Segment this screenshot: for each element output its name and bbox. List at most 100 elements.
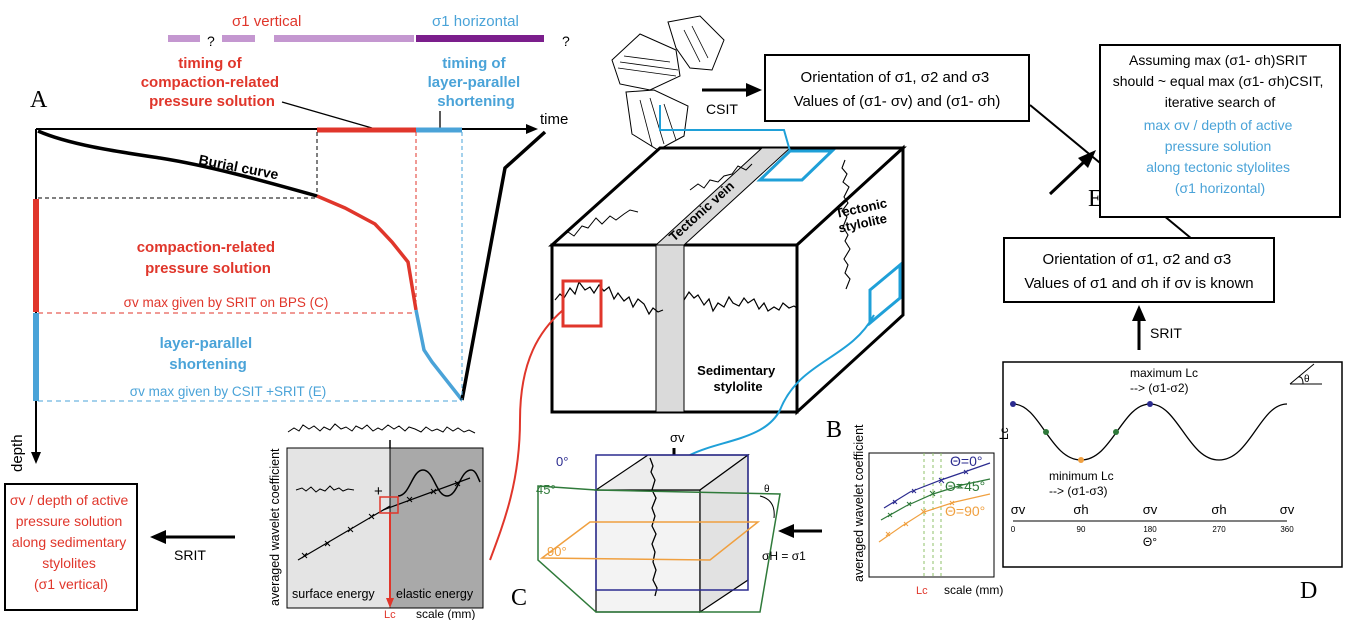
sigma-h-label: σH = σ1	[762, 549, 806, 563]
point-45	[1043, 429, 1049, 435]
stylolite-trace-top	[287, 423, 476, 434]
panel-e-blue-text: max σv / depth of active pressure soluti…	[1144, 117, 1297, 196]
burial-curve-blue	[414, 309, 464, 402]
elastic-energy-region	[389, 447, 484, 609]
panel-a: A timing of compaction-related pressure …	[9, 55, 568, 472]
panel-e-black-text: Assuming max (σ1- σh)SRIT should ~ equal…	[1113, 52, 1328, 110]
stress-label-sv-3: σv	[1280, 502, 1295, 517]
tick-90: 90	[1077, 525, 1086, 534]
data-point	[957, 483, 963, 489]
time-axis-label: time	[540, 111, 568, 128]
stress-label-sh-1: σh	[1073, 502, 1088, 517]
compaction-depth-bar	[33, 199, 39, 312]
theta-90-points	[885, 500, 955, 537]
left-fit-line-1	[297, 505, 391, 561]
srit-left-arrowhead	[150, 530, 166, 544]
srit-up-label: SRIT	[1150, 325, 1182, 341]
long-wavelength-trace	[397, 469, 481, 497]
data-point	[938, 477, 945, 484]
surface-energy-region	[286, 447, 391, 609]
panel-e: E Assuming max (σ1- σh)SRIT should ~ equ…	[1029, 44, 1341, 240]
burial-curve-label: Burial curve	[197, 151, 280, 182]
wavelet-plot-left: + averaged wavelet coefficient surface e…	[268, 423, 484, 620]
data-point	[911, 488, 917, 494]
srit-up-arrowhead	[1132, 305, 1146, 321]
sv-max-csit-srit-label: σv max given by CSIT +SRIT (E)	[130, 384, 327, 399]
angle-icon-arc	[1297, 376, 1304, 385]
theta-0-points	[892, 469, 969, 505]
theta-0-label: Θ=0°	[950, 453, 982, 469]
angle-icon: θ	[1289, 363, 1322, 385]
csit-result-text: Orientation of σ1, σ2 and σ3 Values of (…	[794, 69, 1001, 110]
lc-marker-arrowhead	[386, 598, 394, 608]
srit-result-frame	[1003, 237, 1275, 303]
layer-parallel-shortening-label: layer-parallel shortening	[160, 335, 257, 373]
sedimentary-result-text: σv / depth of active pressure solution a…	[10, 492, 132, 592]
minimum-lc-label: minimum Lc --> (σ1-σ3)	[1049, 469, 1117, 498]
csit-arrowhead	[746, 83, 762, 97]
timeline-bar-4	[416, 35, 544, 42]
wavelet-left-ylabel: averaged wavelet coefficient	[268, 448, 282, 606]
point-0	[1010, 401, 1016, 407]
point-90	[1078, 457, 1084, 463]
grain-2	[667, 15, 725, 71]
surface-energy-label: surface energy	[292, 587, 375, 601]
tick-360: 360	[1280, 525, 1294, 534]
plus-sign: +	[374, 483, 383, 500]
theta-45-label: Θ=45°	[945, 478, 985, 494]
stress-label-sh-2: σh	[1211, 502, 1226, 517]
timeline-bar-3	[274, 35, 414, 42]
srit-left-label: SRIT	[174, 547, 206, 563]
theta-arc	[759, 495, 775, 519]
compaction-pressure-solution-label: compaction-related pressure solution	[137, 239, 280, 277]
theta-label: θ	[764, 484, 770, 495]
srit-result-section: Orientation of σ1, σ2 and σ3 Values of σ…	[1003, 237, 1275, 350]
sigma-h-arrowhead	[778, 524, 794, 538]
timeline: σ1 vertical σ1 horizontal ? ?	[168, 13, 570, 49]
theta-45-points	[887, 483, 963, 518]
sigma1-horizontal-label: σ1 horizontal	[432, 13, 519, 30]
wavelet-right-ylabel: averaged wavelet coefficient	[852, 424, 866, 582]
angle-icon-ray	[1289, 363, 1315, 385]
calcite-grains-icon	[611, 15, 725, 151]
short-wavelength-trace	[295, 485, 355, 493]
plane-45-deg	[537, 485, 781, 613]
cube-stylolite	[649, 457, 658, 597]
burial-curve-uplift	[460, 130, 547, 401]
data-point	[920, 508, 927, 515]
scale-label-right: scale (mm)	[944, 583, 1003, 597]
theta-90-label: Θ=90°	[945, 503, 985, 519]
tectonic-link-curve	[689, 314, 875, 456]
scale-label-left: scale (mm)	[416, 607, 475, 620]
timeline-bar-2	[222, 35, 255, 42]
wavelet-plot-right: averaged wavelet coefficient Θ=0° Θ=45° …	[852, 424, 1003, 597]
data-point	[406, 496, 413, 503]
tick-270: 270	[1212, 525, 1226, 534]
angle-0-label: 0°	[556, 454, 568, 469]
panel-c-letter: C	[511, 585, 527, 611]
lc-label-left: Lc	[384, 609, 396, 620]
sv-max-srit-bps-label: σv max given by SRIT on BPS (C)	[124, 295, 329, 310]
panel-b-block: Tectonic vein Tectonic stylolite Sedimen…	[489, 105, 907, 561]
data-point	[963, 469, 969, 475]
timeline-question-1: ?	[207, 33, 215, 49]
data-point	[454, 480, 461, 487]
tectonic-sample-box	[868, 261, 902, 327]
timing-layer-label: timing of layer-parallel shortening	[428, 55, 525, 110]
panel-d-ylabel: Lc	[997, 427, 1011, 440]
elastic-energy-label: elastic energy	[396, 587, 474, 601]
sedimentary-sample-box	[561, 279, 603, 328]
sigma-v-label: σv	[670, 430, 685, 445]
sedimentary-stylolite-top	[559, 163, 753, 239]
csit-section: CSIT Orientation of σ1, σ2 and σ3 Values…	[611, 15, 1030, 151]
data-point	[887, 512, 893, 518]
data-point	[301, 552, 308, 559]
sedimentary-stylolite-label: Sedimentary stylolite	[697, 363, 779, 394]
timing-compaction-pointer	[281, 101, 373, 129]
burial-curve-black	[37, 129, 318, 198]
timeline-bar-1	[168, 35, 200, 42]
layer-depth-bar	[33, 313, 39, 401]
timeline-question-2: ?	[562, 33, 570, 49]
panel-d-frame	[1002, 361, 1343, 568]
